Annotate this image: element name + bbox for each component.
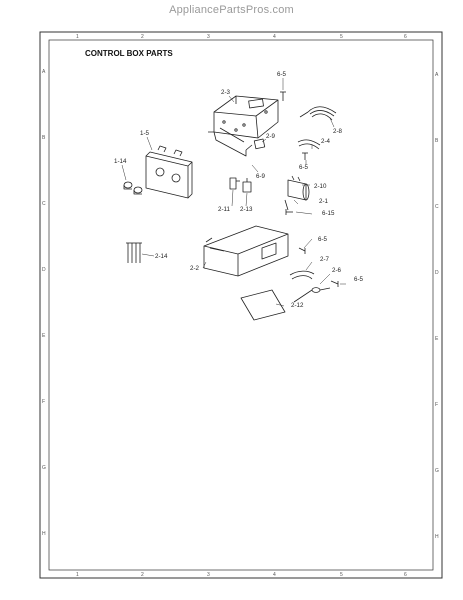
wire-drawing: [297, 139, 321, 150]
part-label-2-3: 2-3: [221, 89, 231, 96]
part-label-2-9: 2-9: [266, 133, 276, 140]
edge-letter: E: [435, 336, 439, 342]
control-box-bracket-drawing: [208, 95, 279, 157]
bottom-edge-numbers: 1 2 3 4 5 6: [76, 572, 407, 578]
part-label-2-4: 2-4: [321, 138, 331, 145]
part-label-2-13: 2-13: [240, 206, 253, 213]
watermark: AppliancePartsPros.com: [169, 4, 294, 16]
edge-number: 4: [273, 34, 276, 40]
edge-letter: G: [435, 468, 439, 474]
part-label-2-14: 2-14: [155, 253, 168, 260]
part-label-6-5: 6-5: [277, 71, 287, 78]
wire-harness-drawing: [299, 106, 337, 121]
edge-letter: C: [435, 204, 439, 210]
wire-terminal-drawing: [289, 270, 331, 303]
edge-letter: B: [435, 138, 439, 144]
top-edge-numbers: 1 2 3 4 5 6: [76, 34, 407, 40]
front-panel-drawing: [145, 145, 193, 199]
edge-number: 3: [207, 34, 210, 40]
part-label-2-7: 2-7: [320, 256, 330, 263]
part-label-6-5: 6-5: [354, 276, 364, 283]
knob-drawing: [123, 181, 143, 195]
edge-number: 6: [404, 34, 407, 40]
screw-drawing: [280, 91, 339, 287]
edge-number: 1: [76, 572, 79, 578]
control-box-base-drawing: [203, 225, 289, 277]
wire-ties-drawing: [126, 242, 142, 263]
part-label-6-9: 6-9: [256, 173, 266, 180]
edge-number: 6: [404, 572, 407, 578]
small-capacitor-drawing: [242, 178, 252, 193]
outer-frame: [39, 31, 443, 579]
inner-frame: [48, 39, 434, 571]
part-label-2-11: 2-11: [218, 206, 230, 213]
edge-number: 1: [76, 34, 79, 40]
edge-number: 4: [273, 572, 276, 578]
diagram-title: CONTROL BOX PARTS: [85, 49, 173, 58]
part-label-1-14: 1-14: [114, 158, 127, 165]
edge-number: 5: [340, 34, 343, 40]
edge-letter: H: [435, 534, 439, 540]
edge-letter: D: [42, 267, 46, 273]
edge-number: 2: [141, 572, 144, 578]
edge-letter: F: [42, 399, 45, 405]
part-labels: 2-3 6-5 1-5 2-9 2-8 2-4 6-5 1-14 6-9 2-1…: [114, 71, 364, 309]
edge-letter: A: [42, 69, 46, 75]
part-label-6-5: 6-5: [299, 164, 309, 171]
edge-letter: F: [435, 402, 438, 408]
run-capacitor-drawing: [284, 175, 310, 211]
edge-letter: H: [42, 531, 46, 537]
part-label-2-10: 2-10: [314, 183, 327, 190]
part-label-6-5: 6-5: [318, 236, 328, 243]
edge-letter: D: [435, 270, 439, 276]
left-edge-letters: A B C D E F G H: [42, 69, 46, 537]
edge-letter: G: [42, 465, 46, 471]
leader-lines: [121, 78, 346, 307]
edge-number: 3: [207, 572, 210, 578]
part-label-2-12: 2-12: [291, 302, 304, 309]
right-edge-letters: A B C D E F G H: [435, 72, 439, 540]
part-label-2-1: 2-1: [319, 198, 329, 205]
part-label-6-15: 6-15: [322, 210, 335, 217]
edge-number: 2: [141, 34, 144, 40]
edge-number: 5: [340, 572, 343, 578]
part-label-2-6: 2-6: [332, 267, 342, 274]
edge-letter: A: [435, 72, 439, 78]
edge-letter: E: [42, 333, 46, 339]
cover-plate-drawing: [240, 289, 286, 321]
part-label-2-8: 2-8: [333, 128, 343, 135]
relay-drawing: [245, 138, 266, 151]
edge-letter: B: [42, 135, 46, 141]
terminal-drawing: [229, 177, 240, 190]
part-label-1-5: 1-5: [140, 130, 150, 137]
edge-letter: C: [42, 201, 46, 207]
part-label-2-2: 2-2: [190, 265, 200, 272]
